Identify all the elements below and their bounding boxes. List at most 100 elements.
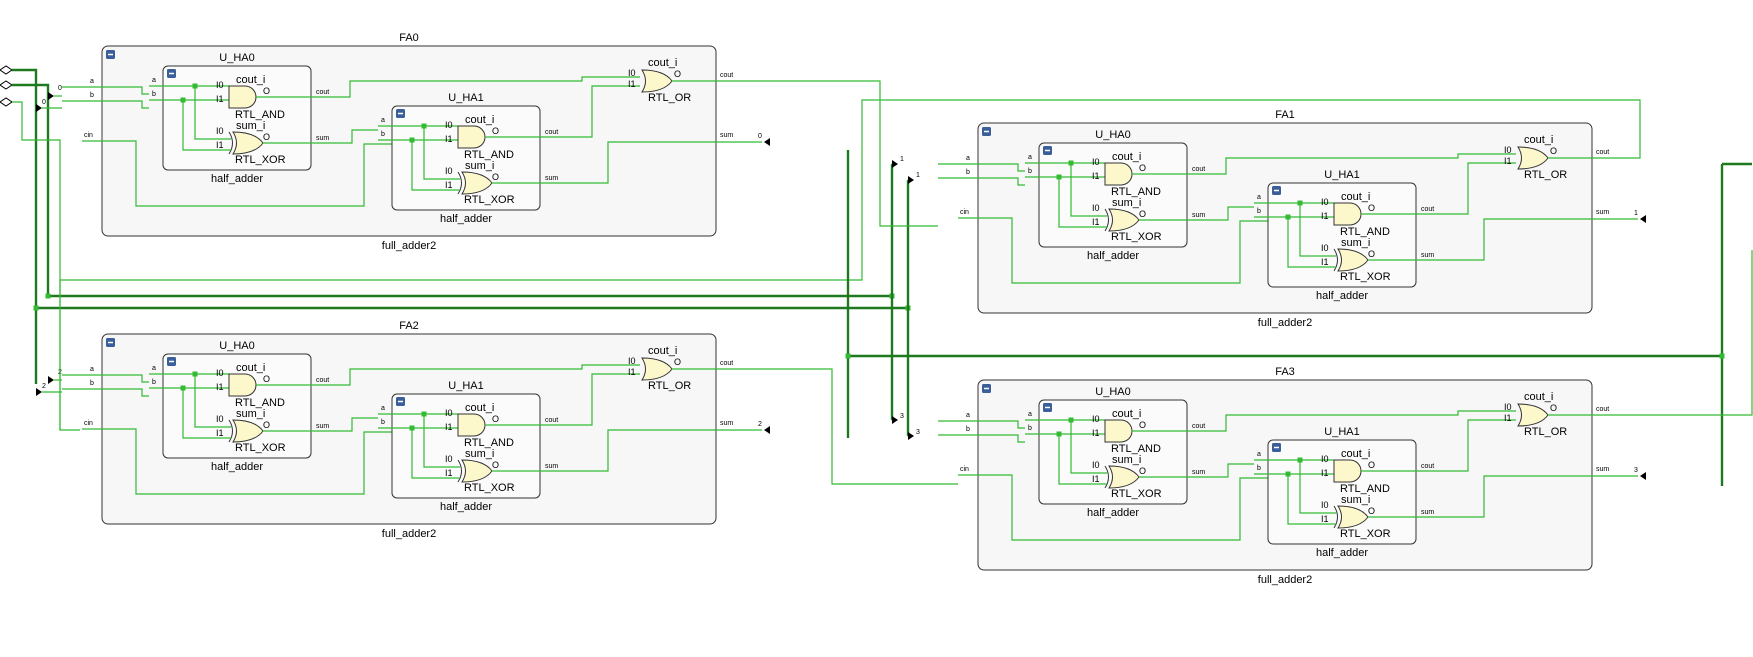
xor-pin-i1: I1 — [445, 468, 453, 478]
xor-gate-icon[interactable] — [1108, 465, 1140, 489]
output-port-triangle-icon[interactable] — [764, 138, 770, 146]
junction-dot — [192, 83, 198, 89]
input-port-triangle-icon[interactable] — [48, 92, 54, 100]
or-gate-icon[interactable] — [1517, 146, 1549, 170]
collapse-button[interactable] — [396, 397, 405, 406]
and-type-label: RTL_AND — [464, 149, 514, 161]
input-port-triangle-icon[interactable] — [48, 376, 54, 384]
and-gate-icon[interactable] — [228, 373, 257, 397]
collapse-button[interactable] — [1272, 186, 1281, 195]
wire — [1070, 163, 1107, 217]
pin-label-cout: cout — [545, 417, 558, 424]
half-adder-u-ha1[interactable]: U_HA1half_adderabI0I1cout_iORTL_ANDI0I1s… — [378, 92, 562, 225]
collapse-button[interactable] — [167, 357, 176, 366]
wire — [1299, 203, 1336, 257]
and-gate-icon[interactable] — [457, 413, 486, 437]
collapse-button[interactable] — [106, 50, 115, 59]
or-pin-i0: I0 — [1504, 402, 1512, 412]
collapse-button[interactable] — [106, 338, 115, 347]
output-port-triangle-icon[interactable] — [764, 426, 770, 434]
xor-pin-i0: I0 — [1321, 500, 1329, 510]
full-adder-fa2[interactable]: FA2full_adder2abcinU_HA0half_adderabI0I1… — [62, 320, 770, 540]
xor-gate-icon[interactable] — [461, 171, 493, 195]
input-port-triangle-icon[interactable] — [908, 432, 914, 440]
junction-dot — [1297, 457, 1303, 463]
half-adder-u-ha1[interactable]: U_HA1half_adderabI0I1cout_iORTL_ANDI0I1s… — [378, 380, 562, 513]
or-gate-icon[interactable] — [641, 69, 673, 93]
or-gate-icon[interactable] — [1517, 403, 1549, 427]
or-type-label: RTL_OR — [1524, 426, 1567, 438]
collapse-button[interactable] — [396, 109, 405, 118]
input-port-diamond-icon[interactable] — [0, 65, 13, 75]
pin-label-b: b — [1257, 208, 1261, 215]
half-adder-u-ha0[interactable]: U_HA0half_adderabI0I1cout_iORTL_ANDI0I1s… — [1025, 129, 1209, 262]
and-type-label: RTL_AND — [1340, 483, 1390, 495]
collapse-button[interactable] — [1043, 146, 1052, 155]
xor-pin-i0: I0 — [216, 414, 224, 424]
input-port-triangle-icon[interactable] — [892, 416, 898, 424]
and-gate-icon[interactable] — [228, 85, 257, 109]
full-adder-fa3[interactable]: FA3full_adder2abcinU_HA0half_adderabI0I1… — [938, 366, 1646, 586]
half-adder-u-ha0[interactable]: U_HA0half_adderabI0I1cout_iORTL_ANDI0I1s… — [149, 52, 333, 185]
and-instance-name: cout_i — [236, 362, 265, 374]
half-adder-u-ha0[interactable]: U_HA0half_adderabI0I1cout_iORTL_ANDI0I1s… — [1025, 386, 1209, 519]
xor-pin-i1: I1 — [1321, 257, 1329, 267]
half-adder-u-ha1[interactable]: U_HA1half_adderabI0I1cout_iORTL_ANDI0I1s… — [1254, 169, 1438, 302]
collapse-button[interactable] — [982, 127, 991, 136]
input-port-triangle-icon[interactable] — [36, 104, 42, 112]
fa-pin-b: b — [966, 426, 970, 433]
junction-dot — [1056, 431, 1062, 437]
xor-gate-back-arc — [457, 171, 462, 195]
collapse-button[interactable] — [167, 69, 176, 78]
wire — [938, 434, 1025, 443]
and-gate-icon[interactable] — [1333, 459, 1362, 483]
input-port-triangle-icon[interactable] — [36, 388, 42, 396]
and-gate-icon[interactable] — [1333, 202, 1362, 226]
full-adder-fa0[interactable]: FA0full_adder2abcinU_HA0half_adderabI0I1… — [62, 32, 770, 252]
pin-label-cout: cout — [1421, 206, 1434, 213]
half-adder-u-ha0[interactable]: U_HA0half_adderabI0I1cout_iORTL_ANDI0I1s… — [149, 340, 333, 473]
collapse-button[interactable] — [982, 384, 991, 393]
input-port-diamond-icon[interactable] — [0, 80, 13, 90]
xor-gate-icon[interactable] — [232, 131, 264, 155]
half-adder-u-ha1[interactable]: U_HA1half_adderabI0I1cout_iORTL_ANDI0I1s… — [1254, 426, 1438, 559]
xor-gate-back-arc — [228, 419, 233, 443]
wire — [738, 80, 938, 227]
xor-gate-icon[interactable] — [461, 459, 493, 483]
xor-gate-icon[interactable] — [1337, 248, 1369, 272]
wire — [562, 141, 762, 184]
junction-dot — [1068, 160, 1074, 166]
and-gate-icon[interactable] — [457, 125, 486, 149]
wire — [1209, 410, 1516, 432]
wire — [1438, 475, 1638, 518]
full-adder-module-name: full_adder2 — [1258, 317, 1312, 329]
or-instance-name: cout_i — [648, 345, 677, 357]
xor-gate-icon[interactable] — [1108, 208, 1140, 232]
collapse-button[interactable] — [1272, 443, 1281, 452]
xor-pin-o: O — [492, 460, 499, 470]
wire — [562, 429, 762, 472]
fa-pin-cin: cin — [84, 132, 93, 139]
xor-type-label: RTL_XOR — [1340, 528, 1391, 540]
or-pin-o: O — [674, 69, 681, 79]
and-pin-o: O — [1368, 203, 1375, 213]
half-adder-frame — [162, 65, 312, 171]
and-gate-icon[interactable] — [1104, 162, 1133, 186]
or-gate-icon[interactable] — [641, 357, 673, 381]
pin-label-a: a — [381, 117, 385, 124]
full-adder-fa1[interactable]: FA1full_adder2abcinU_HA0half_adderabI0I1… — [938, 109, 1646, 329]
wire — [1438, 218, 1638, 261]
collapse-button[interactable] — [1043, 403, 1052, 412]
output-port-triangle-icon[interactable] — [1640, 215, 1646, 223]
wire — [1209, 206, 1254, 221]
input-port-diamond-icon[interactable] — [0, 97, 13, 107]
xor-gate-icon[interactable] — [232, 419, 264, 443]
input-port-triangle-icon[interactable] — [892, 160, 898, 168]
xor-pin-i0: I0 — [216, 126, 224, 136]
and-gate-icon[interactable] — [1104, 419, 1133, 443]
xor-gate-icon[interactable] — [1337, 505, 1369, 529]
output-port-triangle-icon[interactable] — [1640, 472, 1646, 480]
input-port-triangle-icon[interactable] — [908, 176, 914, 184]
